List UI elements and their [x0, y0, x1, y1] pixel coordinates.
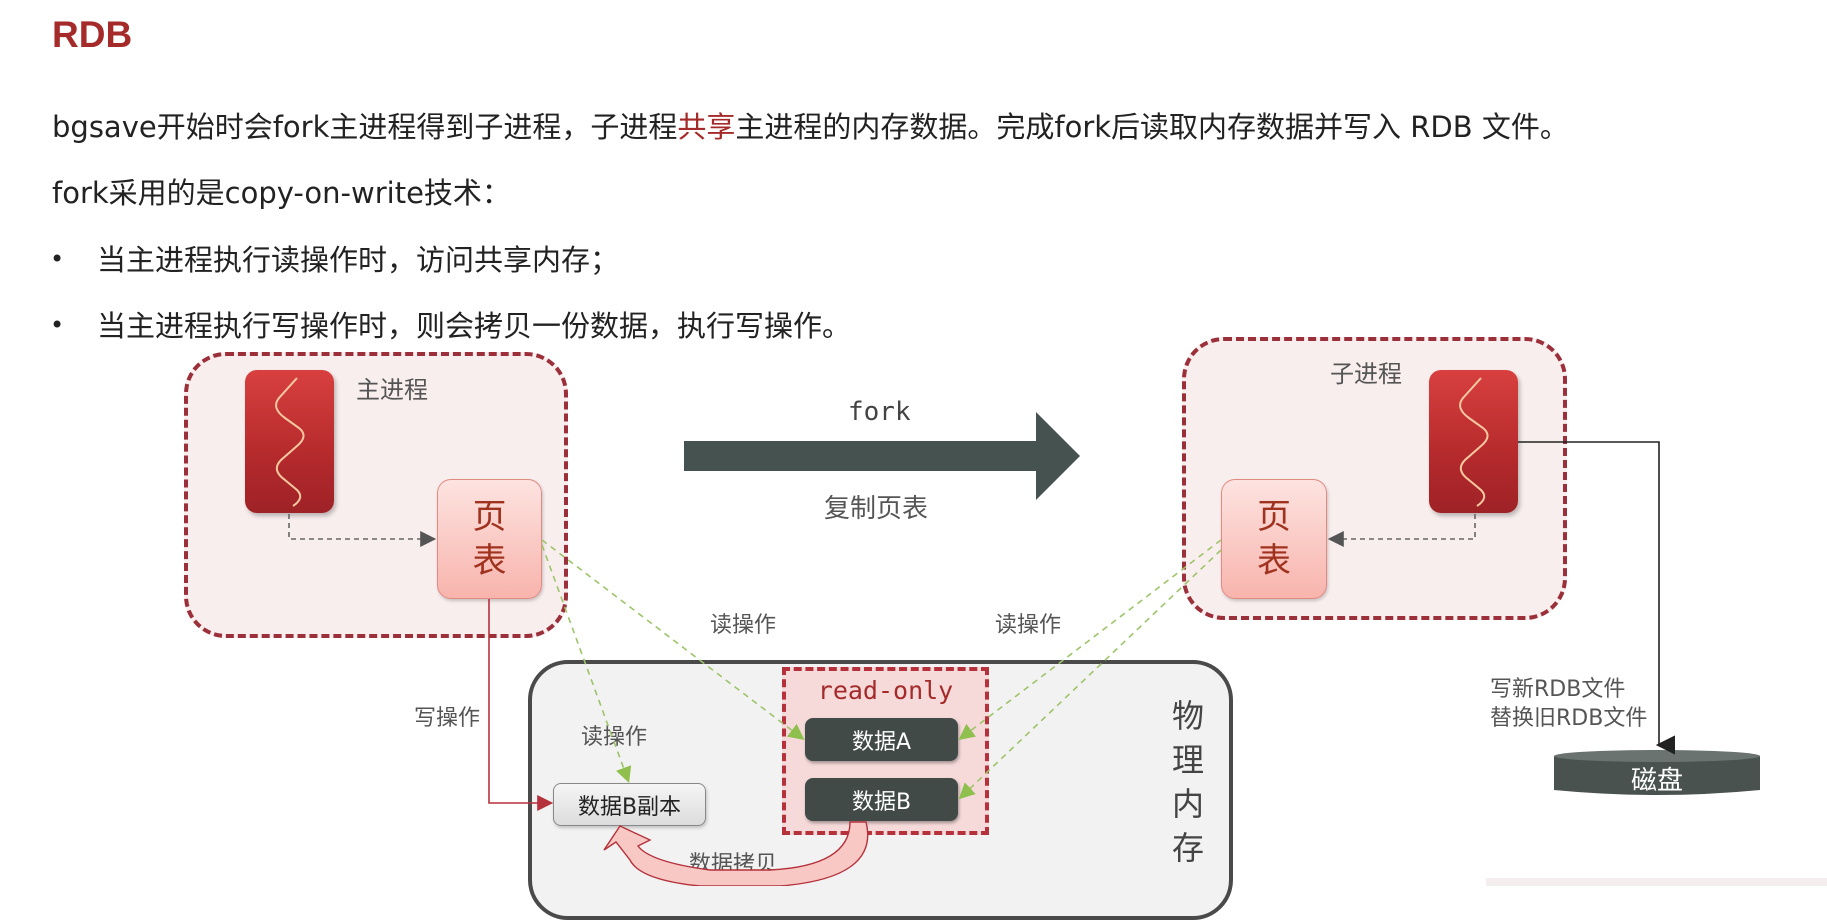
child-read-data-a-arrow [958, 539, 1222, 740]
squiggle-icon [275, 377, 305, 507]
child-process-label: 子进程 [1330, 360, 1402, 388]
child-page-table: 页 表 [1221, 479, 1327, 599]
data-b-block: 数据B [805, 778, 958, 821]
disk-note-line-1: 写新RDB文件 [1490, 677, 1626, 702]
fork-label: fork [848, 397, 911, 427]
main-process-label: 主进程 [356, 376, 428, 404]
child-read-data-b-arrow [958, 549, 1222, 800]
physical-memory-label: 物 理 内 存 [1168, 694, 1208, 870]
intro-line: bgsave开始时会fork主进程得到子进程，子进程共享主进程的内存数据。完成f… [52, 104, 1569, 146]
bullet-text-2: 当主进程执行写操作时，则会拷贝一份数据，执行写操作。 [97, 309, 852, 343]
child-page-table-char-1: 页 [1257, 497, 1291, 537]
read-op-label-left: 读操作 [710, 613, 777, 638]
disk-icon [1554, 750, 1760, 795]
main-read-data-b-copy-arrow [541, 544, 632, 784]
child-thread-block [1429, 370, 1518, 513]
data-b-copy-block: 数据B副本 [553, 783, 706, 826]
read-op-label-right: 读操作 [995, 613, 1062, 638]
data-a-block: 数据A [805, 718, 958, 761]
bullet-text-1: 当主进程执行读操作时，访问共享内存； [97, 243, 620, 277]
disk-note-line-2: 替换旧RDB文件 [1490, 706, 1648, 731]
physical-memory-char-3: 内 [1171, 785, 1204, 823]
read-op-label-inner: 读操作 [581, 725, 648, 750]
intro-text-part1: bgsave开始时会fork主进程得到子进程，子进程 [52, 110, 678, 144]
physical-memory-char-1: 物 [1171, 697, 1204, 735]
child-thread-page-table-connector [1327, 514, 1476, 547]
child-to-disk-arrow [1518, 441, 1675, 755]
bullet-dot-1: • [50, 245, 65, 273]
bottom-right-strip [1486, 878, 1827, 886]
child-page-table-char-2: 表 [1257, 541, 1291, 581]
main-page-table-char-1: 页 [472, 497, 507, 537]
main-page-table: 页 表 [437, 479, 542, 599]
write-op-arrow [488, 599, 554, 811]
physical-memory-char-2: 理 [1171, 741, 1204, 779]
read-only-label: read-only [817, 676, 954, 705]
fork-arrow-icon [684, 412, 1080, 500]
main-read-data-a-arrow [541, 539, 805, 740]
disk-note: 写新RDB文件 替换旧RDB文件 [1490, 675, 1647, 733]
intro-highlight: 共享 [677, 110, 736, 144]
intro-text-part2: 主进程的内存数据。完成fork后读取内存数据并写入 RDB 文件。 [735, 110, 1569, 144]
bullet-dot-2: • [50, 311, 65, 339]
data-copy-arrow-icon [603, 821, 869, 886]
copy-page-table-label: 复制页表 [824, 494, 929, 524]
physical-memory-char-4: 存 [1171, 829, 1204, 867]
main-thread-block [245, 370, 334, 513]
connector-layer [288, 412, 1675, 886]
slide-title: RDB [52, 14, 133, 55]
cow-line: fork采用的是copy-on-write技术： [52, 176, 511, 210]
main-thread-page-table-connector [288, 514, 437, 547]
disk-label: 磁盘 [1630, 766, 1683, 796]
squiggle-icon [1459, 377, 1489, 507]
write-op-label: 写操作 [414, 706, 481, 731]
main-page-table-char-2: 表 [472, 541, 507, 581]
